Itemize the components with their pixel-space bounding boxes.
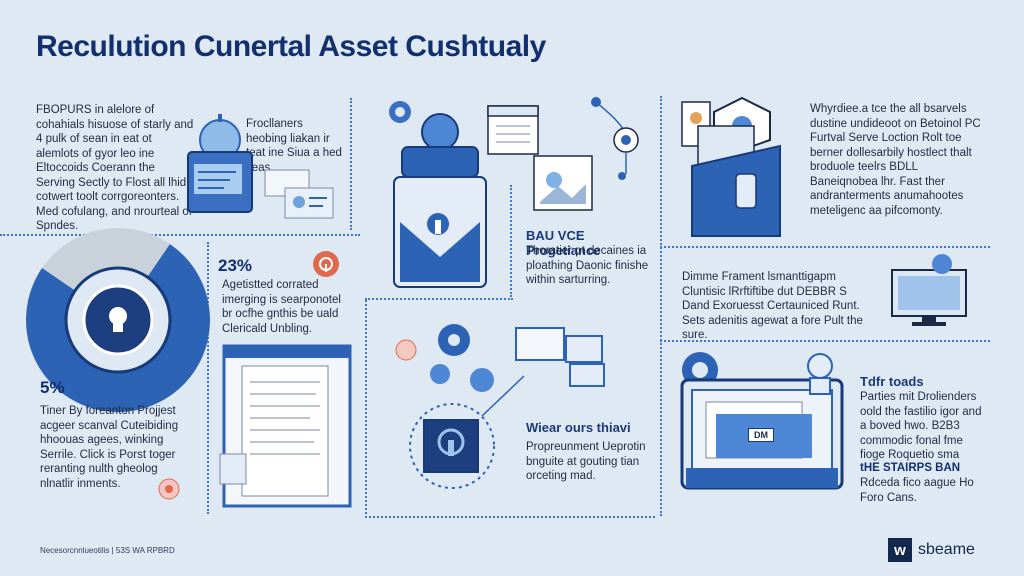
divider bbox=[365, 298, 513, 300]
panel-1-text: FBOPURS in alelore of cohahials hisuose … bbox=[36, 104, 194, 232]
divider bbox=[660, 96, 662, 516]
large-monitor-illustration bbox=[676, 350, 848, 500]
donut-chart bbox=[10, 228, 210, 412]
panel-4-stat: 23% bbox=[218, 256, 253, 275]
desktop-monitor-icon bbox=[890, 254, 970, 328]
divider bbox=[0, 234, 360, 236]
divider bbox=[660, 246, 990, 248]
footer-note: Necesorcnnlueotilis | 53S WA RPBRD bbox=[40, 546, 175, 555]
photo-card-icon bbox=[532, 154, 598, 214]
page-title: Reculution Cunertal Asset Cushtualy bbox=[36, 30, 546, 63]
panel-6-text: Tiner By foreanton Projjest acgeer scanv… bbox=[40, 405, 179, 490]
brand-mark-icon: w bbox=[888, 538, 912, 562]
panel-5-text: Dimme Frament lsmanttigapm Cluntisic lRr… bbox=[682, 271, 863, 341]
panel-2-text: Thoratier pt decaines ia ploathing Daoni… bbox=[526, 245, 649, 286]
document-window-illustration bbox=[219, 342, 355, 512]
divider bbox=[350, 98, 352, 230]
network-node-icon bbox=[560, 94, 650, 214]
folder-lock-illustration bbox=[680, 96, 790, 246]
divider bbox=[660, 340, 990, 342]
divider bbox=[207, 242, 209, 514]
panel-8-text: Parties mit Drolienders oold the fastili… bbox=[860, 391, 982, 461]
brand-name: sbeame bbox=[918, 541, 975, 558]
gears-keyhole-illustration bbox=[390, 310, 640, 510]
panel-8-strong: tHE STAIRPS BAN bbox=[860, 462, 961, 474]
panel-8-tail: Rdceda fico aague Ho Foro Cans. bbox=[860, 477, 974, 504]
monitor-tag: DM bbox=[748, 428, 774, 442]
panel-7-heading: Wiear ours thiavi bbox=[526, 420, 631, 435]
divider bbox=[365, 300, 367, 518]
divider bbox=[365, 516, 655, 518]
calendar-icon bbox=[486, 100, 542, 156]
cloud-person-icon bbox=[800, 352, 840, 396]
panel-8-heading: Tdfr toads bbox=[860, 374, 924, 389]
panel-6-stat: 5% bbox=[40, 378, 65, 397]
panel-7-text: Propreunment Ueprotin bnguite at gouting… bbox=[526, 441, 646, 482]
document-card-icon bbox=[264, 169, 335, 220]
small-badge-icon bbox=[158, 478, 180, 500]
alert-icon bbox=[312, 250, 340, 278]
vault-illustration bbox=[380, 92, 500, 292]
panel-3-text: Whyrdiee.a tce the all bsarvels dustine … bbox=[810, 103, 981, 217]
device-illustration bbox=[180, 112, 260, 222]
divider bbox=[510, 185, 512, 297]
panel-2-heading: BAU VCE Progetiance bbox=[526, 228, 601, 258]
brand-logo[interactable]: w sbeame bbox=[888, 537, 975, 563]
panel-1b-text: Frocllaners heobing liakan ir teat ine S… bbox=[246, 118, 342, 174]
panel-4-text: Agetistted corrated imerging is searpono… bbox=[222, 279, 341, 335]
